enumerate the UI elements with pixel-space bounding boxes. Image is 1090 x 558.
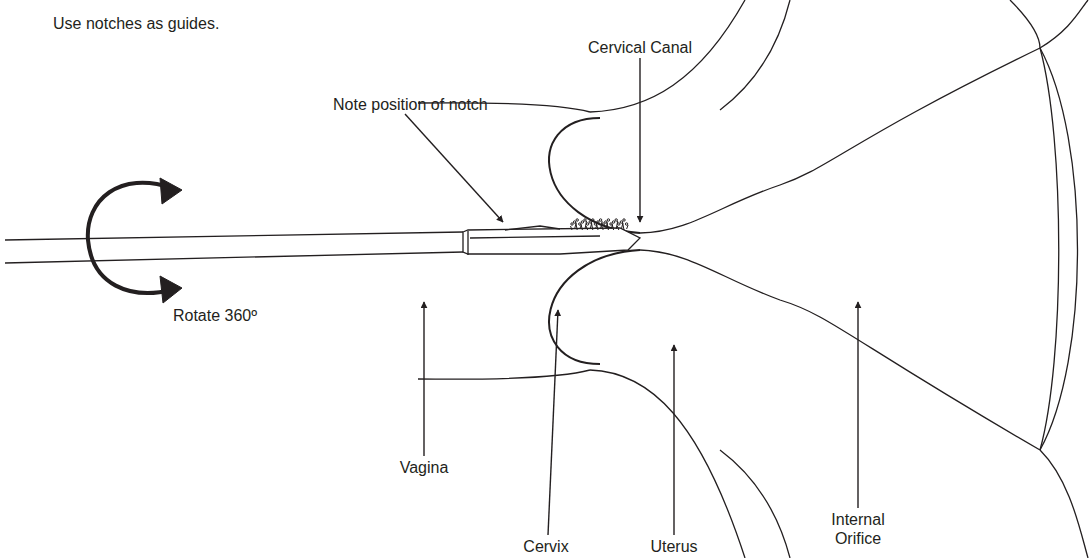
bristle-tip	[625, 223, 627, 225]
bristle-tip	[584, 219, 586, 221]
part-name: Cervical Canal	[588, 38, 692, 57]
bristle-tip	[615, 219, 617, 221]
bristle-tip	[602, 223, 604, 225]
bristle	[597, 224, 599, 230]
bristle-tip	[607, 219, 609, 221]
bristle	[602, 226, 604, 230]
instruction-text: Rotate 360º	[173, 306, 257, 325]
bristle-tip	[581, 221, 583, 223]
rotation-arrow	[88, 178, 182, 303]
bristle	[571, 226, 573, 230]
bristle	[591, 222, 593, 230]
bristle	[586, 226, 588, 230]
instruction-text: Note position of notch	[333, 95, 488, 114]
brush-instrument	[5, 226, 640, 263]
note-text: Use notches as guides.	[53, 14, 219, 33]
anatomy-outline	[418, 0, 1088, 558]
bristle	[617, 226, 619, 230]
bristle-tip	[597, 221, 599, 223]
bristle-tip	[618, 223, 620, 225]
bristle-tip	[612, 221, 614, 223]
bristle-tip	[571, 223, 573, 225]
bristle	[576, 222, 578, 230]
leader-lines	[405, 58, 858, 535]
part-name: Vagina	[400, 458, 449, 477]
bristle	[612, 224, 614, 230]
part-name: Internal Orifice	[823, 510, 893, 548]
bristle-tip	[586, 223, 588, 225]
bristle-tip	[623, 219, 625, 221]
bristle	[581, 224, 583, 230]
bristle-tip	[599, 219, 601, 221]
brush-bristles	[571, 219, 629, 230]
bristle-tip	[576, 219, 578, 221]
part-name: Cervix	[523, 537, 568, 556]
part-name: Uterus	[650, 537, 697, 556]
bristle-tip	[592, 219, 594, 221]
bristle	[623, 222, 625, 230]
bristle	[607, 222, 609, 230]
